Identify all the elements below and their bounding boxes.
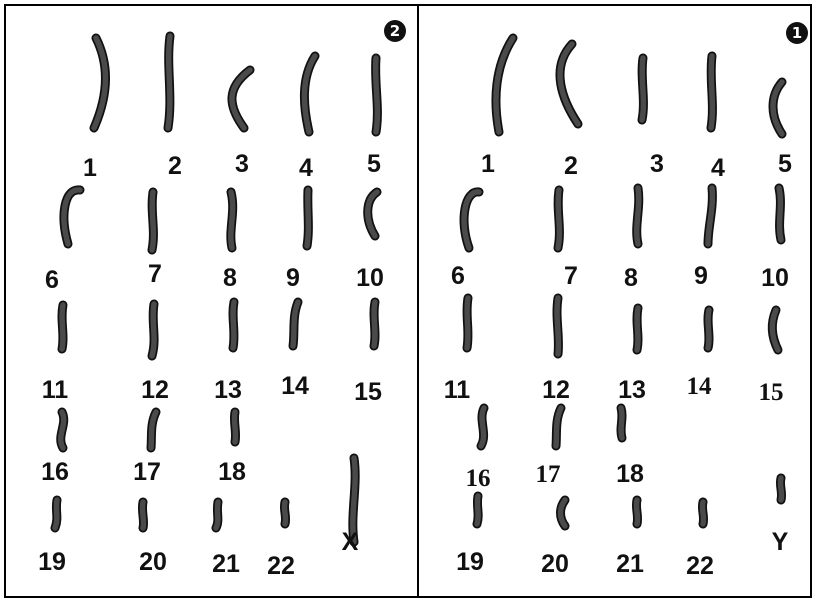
chromosome-label: 19 [456, 550, 484, 575]
chromosome-label: 2 [168, 154, 182, 179]
chromosome-label: Y [772, 530, 789, 555]
chromosome-2 [157, 36, 187, 128]
chromosome-1 [82, 38, 112, 128]
chromosome-14 [697, 310, 727, 348]
chromosome-label: 15 [759, 380, 784, 405]
chromosome-5 [364, 58, 394, 132]
chromosome-14 [284, 302, 314, 346]
chromosome-label: 20 [541, 552, 569, 577]
chromosome-3 [631, 58, 661, 120]
chromosome-19 [46, 500, 76, 528]
chromosome-11 [51, 305, 81, 349]
chromosome-10 [769, 188, 799, 240]
chromosome-6 [457, 190, 487, 248]
chromosome-17 [547, 408, 577, 446]
chromosome-22 [274, 502, 304, 524]
chromosome-12 [547, 298, 577, 354]
chromosome-label: 9 [286, 266, 300, 291]
chromosome-label: 7 [564, 264, 578, 289]
chromosome-11 [456, 298, 486, 348]
chromosome-1 [489, 38, 519, 132]
chromosome-label: 18 [616, 462, 644, 487]
chromosome-label: 4 [711, 156, 725, 181]
chromosome-16 [472, 408, 502, 446]
chromosome-label: 21 [212, 552, 240, 577]
chromosome-21 [626, 500, 656, 524]
chromosome-label: 10 [356, 266, 384, 291]
chromosome-label: 13 [214, 378, 242, 403]
chromosome-5 [766, 82, 796, 134]
chromosome-21 [207, 502, 237, 528]
chromosome-8 [626, 188, 656, 244]
chromosome-10 [359, 192, 389, 236]
chromosome-label: 18 [218, 460, 246, 485]
chromosome-label: 1 [481, 152, 495, 177]
chromosome-18 [224, 412, 254, 442]
panel-number-badge: 2 [384, 20, 406, 42]
chromosome-label: 17 [536, 462, 561, 487]
chromosome-6 [56, 188, 86, 244]
chromosome-label: 10 [761, 266, 789, 291]
chromosome-label: X [342, 530, 359, 555]
chromosome-label: 17 [133, 460, 161, 485]
chromosome-19 [467, 496, 497, 524]
chromosome-15 [363, 302, 393, 346]
chromosome-label: 5 [367, 152, 381, 177]
chromosome-label: 12 [542, 378, 570, 403]
chromosome-16 [52, 412, 82, 448]
chromosome-label: 6 [451, 264, 465, 289]
chromosome-label: 16 [466, 466, 491, 491]
chromosome-4 [295, 56, 325, 132]
panel-number-badge: 1 [786, 22, 808, 44]
chromosome-label: 1 [83, 156, 97, 181]
chromosome-12 [142, 304, 172, 356]
chromosome-label: 3 [650, 152, 664, 177]
chromosome-label: 8 [624, 266, 638, 291]
chromosome-13 [222, 302, 252, 348]
chromosome-label: 22 [686, 554, 714, 579]
chromosome-label: 19 [38, 550, 66, 575]
chromosome-8 [220, 192, 250, 248]
chromosome-label: 20 [139, 550, 167, 575]
chromosome-label: 8 [223, 266, 237, 291]
chromosome-7 [141, 192, 171, 250]
chromosome-label: 9 [694, 264, 708, 289]
chromosome-label: 22 [267, 554, 295, 579]
chromosome-3 [226, 70, 256, 128]
chromosome-18 [611, 408, 641, 438]
chromosome-label: 12 [141, 378, 169, 403]
chromosome-label: 3 [235, 152, 249, 177]
chromosome-label: 11 [444, 378, 470, 403]
chromosome-label: 13 [618, 378, 646, 403]
chromosome-label: 15 [354, 380, 382, 405]
chromosome-label: 21 [616, 552, 644, 577]
chromosome-label: 14 [281, 374, 309, 399]
chromosome-label: 11 [42, 378, 68, 403]
chromosome-13 [626, 308, 656, 350]
chromosome-20 [132, 502, 162, 528]
chromosome-label: 2 [564, 154, 578, 179]
chromosome-15 [764, 310, 794, 350]
chromosome-22 [692, 502, 722, 524]
chromosome-label: 5 [778, 152, 792, 177]
chromosome-label: 14 [687, 374, 712, 399]
chromosome-label: 7 [148, 262, 162, 287]
chromosome-y [770, 478, 800, 500]
chromosome-4 [700, 56, 730, 128]
chromosome-17 [142, 412, 172, 448]
chromosome-2 [552, 44, 582, 124]
chromosome-label: 6 [45, 268, 59, 293]
chromosome-label: 4 [299, 156, 313, 181]
chromosome-7 [547, 190, 577, 248]
chromosome-20 [552, 500, 582, 526]
chromosome-label: 16 [41, 460, 69, 485]
chromosome-9 [297, 190, 327, 246]
chromosome-9 [698, 188, 728, 244]
